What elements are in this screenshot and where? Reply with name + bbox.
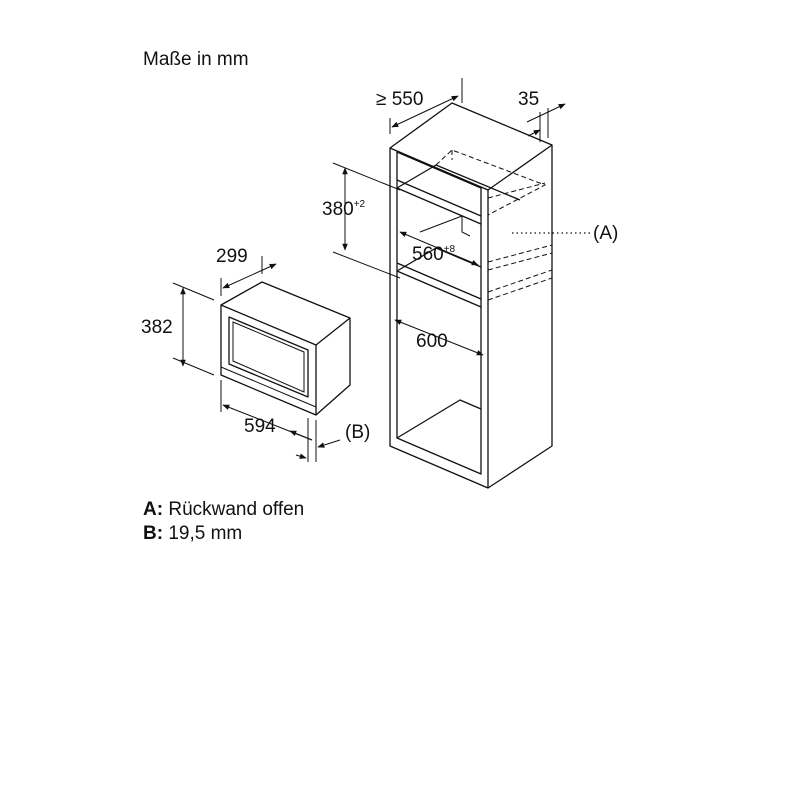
dim-niche-width-value: 560 [412,244,444,265]
microwave-appliance [220,281,351,416]
legend-text-b: 19,5 mm [168,523,243,544]
dim-appliance-height: 382 [141,317,173,338]
legend-item-a: A: Rückwand offen [143,498,304,522]
dim-appliance-depth: 299 [216,246,248,267]
legend-item-b: B: 19,5 mm [143,522,304,546]
legend: A: Rückwand offen B: 19,5 mm [143,498,304,546]
hidden-edges [435,149,553,301]
callout-b: (B) [345,422,370,443]
dim-niche-height: 380+2 [322,199,366,220]
dim-niche-height-value: 380 [322,199,354,220]
tall-cabinet [389,102,553,489]
legend-text-a: Rückwand offen [168,499,305,520]
diagram-title: Maße in mm [143,49,249,70]
dim-niche-height-tol: +2 [354,199,366,210]
callout-a: (A) [593,223,618,244]
dim-side-35: 35 [518,89,539,110]
dim-niche-depth: ≥ 550 [376,89,423,110]
dim-cabinet-width: 600 [416,331,448,352]
legend-key-b: B: [143,523,164,544]
dimension-lines [172,78,590,462]
dim-niche-width-tol: +8 [444,244,456,255]
dim-niche-width: 560+8 [412,244,456,265]
legend-key-a: A: [143,499,164,520]
dim-appliance-width: 594 [244,416,276,437]
